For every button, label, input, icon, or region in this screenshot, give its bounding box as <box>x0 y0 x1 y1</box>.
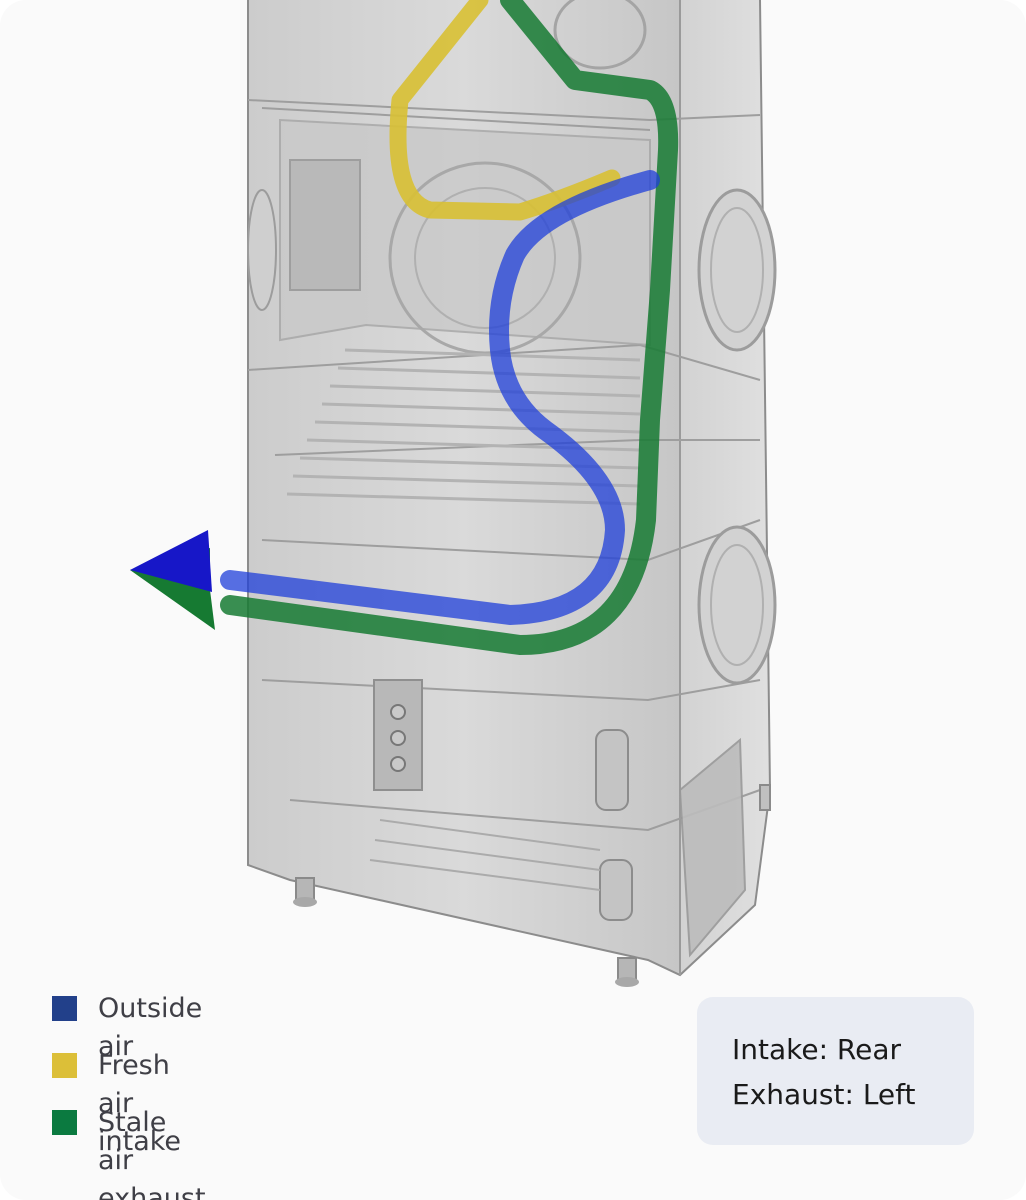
legend-label: Fresh air intake <box>98 1050 182 1157</box>
fresh-air-flow <box>389 0 621 221</box>
info-box: Intake: Rear Exhaust: Left <box>697 997 974 1145</box>
swatch-outside-air <box>52 996 77 1021</box>
outside-air-flow <box>220 170 660 625</box>
stale-air-flow <box>220 0 679 655</box>
exhaust-info: Exhaust: Left <box>732 1078 916 1111</box>
legend-label: Outside air <box>98 993 203 1062</box>
ventilation-unit-diagram <box>130 0 777 987</box>
intake-info: Intake: Rear <box>732 1033 902 1066</box>
ventilation-unit-cutaway <box>247 0 777 987</box>
swatch-fresh-air-intake <box>52 1053 77 1078</box>
left-arrow-outside-air <box>130 530 212 592</box>
legend-label: Stale air exhaust <box>98 1107 206 1200</box>
swatch-stale-air-exhaust <box>52 1110 77 1135</box>
